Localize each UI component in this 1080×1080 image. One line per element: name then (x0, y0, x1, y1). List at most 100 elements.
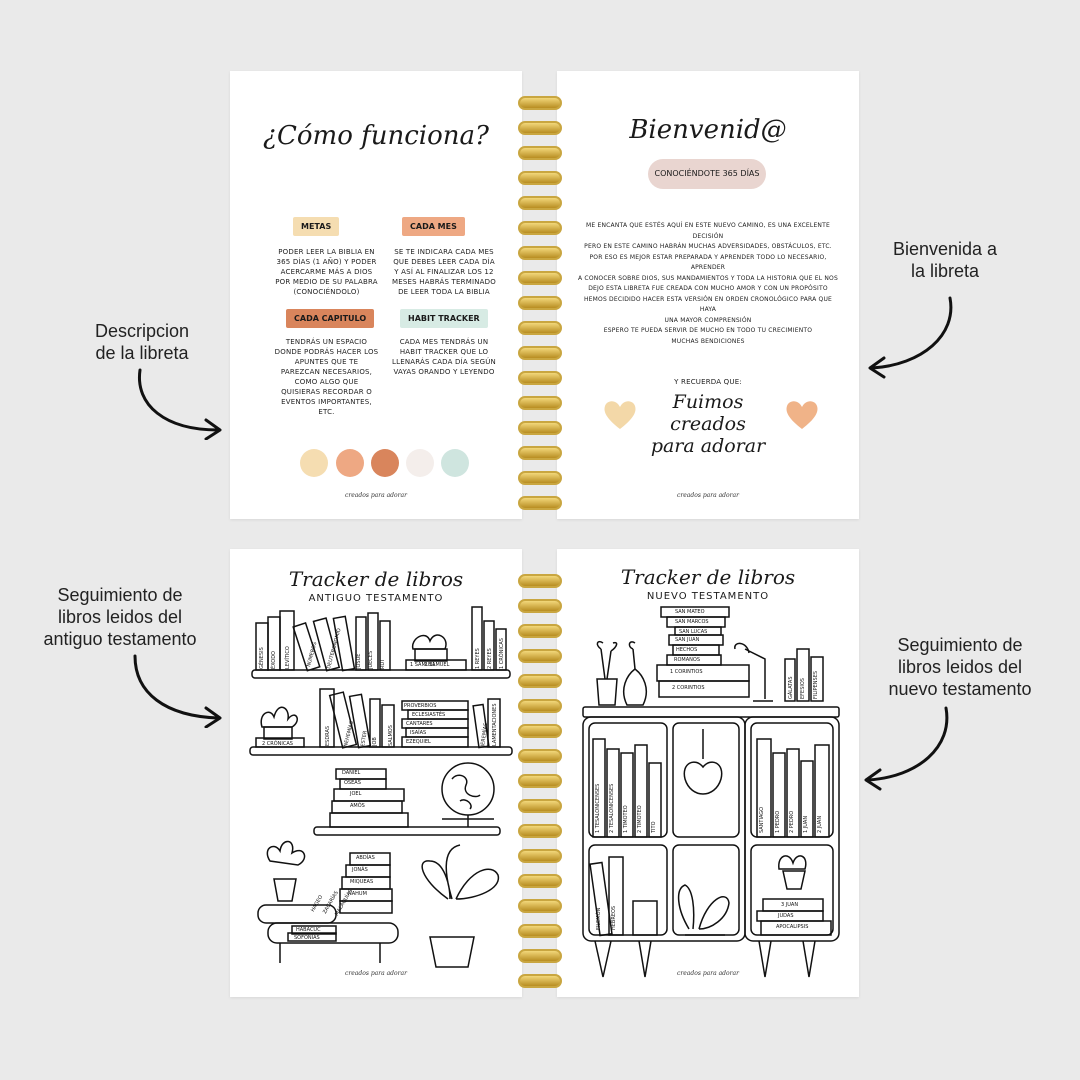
book-label: FILIPENSES (813, 670, 819, 699)
book-label: JOEL (350, 791, 362, 797)
spiral-ring (518, 446, 562, 460)
book-label: ABDÍAS (356, 855, 375, 861)
metas-text: PODER LEER LA BIBLIA EN 365 DÍAS (1 AÑO)… (275, 248, 378, 296)
habit-tracker-tag: HABIT TRACKER (400, 309, 488, 328)
book-label: 1 JUAN (803, 815, 809, 833)
spiral-ring (518, 271, 562, 285)
book-label: HABACUC (296, 927, 321, 933)
spiral-ring (518, 246, 562, 260)
page-footer: creados para adorar (677, 970, 739, 977)
welcome-paragraph: ME ENCANTA QUE ESTÉS AQUÍ EN ESTE NUEVO … (578, 222, 838, 345)
book-label: AMÓS (350, 803, 365, 809)
book-label: NAHUM (348, 891, 367, 897)
book-label: GÉNESIS (259, 647, 265, 669)
book-label: JOSUÉ (356, 653, 362, 669)
book-label: JUDAS (778, 913, 794, 919)
spiral-ring (518, 649, 562, 663)
book-label: 1 PEDRO (775, 810, 781, 833)
book-label: 2 CORINTIOS (672, 685, 705, 691)
swatch-3 (371, 449, 399, 477)
spiral-ring (518, 599, 562, 613)
book-label: JONÁS (352, 867, 368, 873)
spiral-ring (518, 699, 562, 713)
arrow-icon (864, 706, 949, 791)
spiral-ring (518, 624, 562, 638)
annotation-antiguo: Seguimiento de libros leidos del antiguo… (43, 585, 197, 649)
spiral-ring (518, 421, 562, 435)
book-label: DANIEL (342, 770, 361, 776)
bookshelf-illustration (249, 606, 513, 968)
book-label: APOCALIPSIS (776, 924, 809, 930)
book-label: 2 JUAN (817, 815, 823, 833)
arrow-icon (133, 654, 222, 728)
book-label: 1 CRÓNICAS (499, 638, 505, 669)
book-label: 1 TESALONICENSES (595, 783, 601, 833)
book-label: ECLESIASTÉS (412, 712, 446, 718)
book-label: ESDRAS (325, 725, 331, 746)
swatch-1 (300, 449, 328, 477)
book-label: LEVÍTICO (285, 646, 291, 669)
book-label: FILEMÓN (596, 907, 602, 930)
motto: Fuimos creados para adorar (650, 391, 766, 457)
spiral-ring (518, 96, 562, 110)
heart-icon (604, 401, 636, 429)
book-label: 2 TESALONICENSES (609, 783, 615, 833)
book-label: 1 REYES (475, 648, 481, 669)
page-subtitle: ANTIGUO TESTAMENTO (308, 593, 444, 604)
page-footer: creados para adorar (677, 492, 739, 499)
annotation-bienvenida: Bienvenida a la libreta (892, 239, 998, 281)
book-label: SALMOS (388, 725, 394, 746)
swatch-2 (336, 449, 364, 477)
spiral-ring (518, 121, 562, 135)
spiral-ring (518, 974, 562, 988)
book-label: 1 SAMUEL (410, 662, 436, 668)
book-label: 1 TIMOTEO (623, 805, 629, 833)
book-label: JUECES (368, 650, 374, 669)
book-label: 2 SAMUEL (424, 662, 450, 668)
book-label: RUT (380, 658, 386, 669)
subtitle-pill: CONOCIÉNDOTE 365 DÍAS (648, 159, 766, 189)
arrow-icon (137, 368, 222, 440)
book-label: 2 PEDRO (789, 810, 795, 833)
book-label: LAMENTACIONES (492, 703, 498, 746)
page-subtitle: NUEVO TESTAMENTO (646, 591, 770, 602)
page-title: ¿Cómo funciona? (263, 121, 489, 151)
swatch-5 (441, 449, 469, 477)
habit-tracker-text: CADA MES TENDRÁS UN HABIT TRACKER QUE LO… (392, 338, 496, 376)
annotation-nuevo: Seguimiento de libros leidos del nuevo t… (888, 635, 1032, 699)
book-label: SAN MATEO (675, 609, 705, 615)
book-label: 1 CORINTIOS (670, 669, 703, 675)
recuerda-text: Y RECUERDA QUE: (674, 378, 742, 386)
book-label: MIQUEAS (350, 879, 374, 885)
spiral-ring (518, 874, 562, 888)
spiral-ring (518, 396, 562, 410)
spiral-ring (518, 221, 562, 235)
spiral-ring (518, 574, 562, 588)
book-label: ÉXODO (271, 651, 277, 669)
book-label: OSEAS (344, 780, 361, 786)
page-title: Tracker de libros (288, 567, 464, 591)
page-title: Tracker de libros (620, 565, 796, 589)
page-como-funciona: ¿Cómo funciona? METAS PODER LEER LA BIBL… (230, 71, 522, 519)
spiral-ring (518, 471, 562, 485)
book-label: 2 CRÓNICAS (262, 741, 293, 747)
spiral-ring (518, 899, 562, 913)
book-label: JOB (372, 737, 378, 746)
book-label: ROMANOS (674, 657, 700, 663)
spiral-ring (518, 724, 562, 738)
book-label: SANTIAGO (759, 806, 765, 833)
spiral-ring (518, 849, 562, 863)
spiral-ring (518, 924, 562, 938)
cabinet-illustration (582, 606, 840, 978)
book-label: HEBREOS (611, 905, 617, 930)
page-nuevo-testamento: Tracker de libros NUEVO TESTAMENTO (557, 549, 859, 997)
book-label: SAN MARCOS (675, 619, 709, 625)
spiral-ring (518, 949, 562, 963)
page-title: Bienvenid@ (629, 115, 787, 145)
book-label: ISAÍAS (410, 730, 427, 736)
book-label: SOFONÍAS (294, 935, 320, 941)
metas-tag: METAS (293, 217, 340, 236)
book-label: TITO (651, 821, 657, 833)
spiral-ring (518, 824, 562, 838)
page-bienvenida: Bienvenid@ CONOCIÉNDOTE 365 DÍAS ME ENCA… (557, 71, 859, 519)
